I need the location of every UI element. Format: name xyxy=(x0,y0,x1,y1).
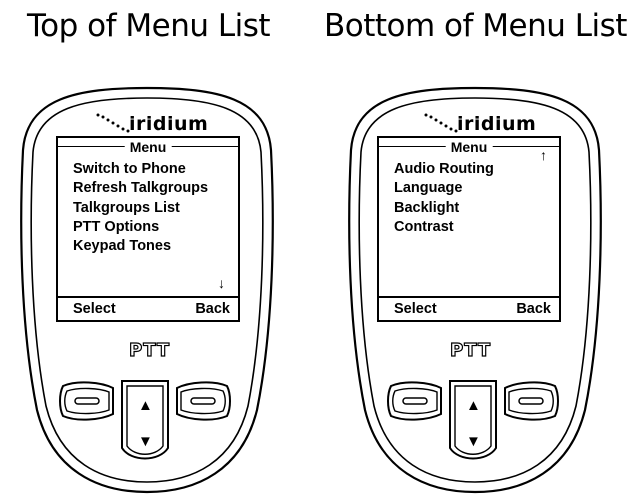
menu-list: Audio Routing Language Backlight Contras… xyxy=(394,160,494,237)
phone-panel-top: iridium Menu Switch to Phone Refresh Tal… xyxy=(7,80,307,500)
scroll-down-indicator-icon: ↓ xyxy=(218,275,225,291)
logo-dots-icon xyxy=(424,113,458,133)
menu-item-language[interactable]: Language xyxy=(394,180,463,197)
brand-name: iridium xyxy=(129,113,209,135)
softkey-divider xyxy=(379,296,559,298)
menu-list: Switch to Phone Refresh Talkgroups Talkg… xyxy=(73,160,208,256)
menu-item-switch-to-phone[interactable]: Switch to Phone xyxy=(73,161,186,177)
scroll-up-indicator-icon: ↑ xyxy=(540,147,547,163)
right-softkey-button[interactable] xyxy=(173,378,233,424)
menu-item-contrast[interactable]: Contrast xyxy=(394,218,454,235)
nav-rocker[interactable] xyxy=(117,376,173,468)
iridium-logo: iridium xyxy=(85,112,235,140)
iridium-logo: iridium xyxy=(413,112,563,140)
brand-name: iridium xyxy=(457,113,537,135)
softkey-select[interactable]: Select xyxy=(73,301,116,317)
softkey-back[interactable]: Back xyxy=(516,301,551,317)
left-softkey-dash-icon xyxy=(74,397,100,405)
menu-item-ptt-options[interactable]: PTT Options xyxy=(73,218,160,235)
ptt-label: PTT xyxy=(449,339,492,361)
left-softkey-button[interactable] xyxy=(385,378,445,424)
caption-bottom-of-menu-list: Bottom of Menu List xyxy=(324,8,627,44)
softkey-select[interactable]: Select xyxy=(394,301,437,317)
left-softkey-dash-icon xyxy=(402,397,428,405)
screen-title: Menu xyxy=(124,139,172,155)
menu-item-backlight[interactable]: Backlight xyxy=(394,199,460,216)
screen-title: Menu xyxy=(445,139,493,155)
display-screen: Menu Switch to Phone Refresh Talkgroups … xyxy=(56,136,240,322)
logo-dots-icon xyxy=(96,113,130,133)
menu-item-refresh-talkgroups[interactable]: Refresh Talkgroups xyxy=(73,180,209,197)
nav-up-icon[interactable]: ▲ xyxy=(466,397,481,414)
right-softkey-button[interactable] xyxy=(501,378,561,424)
phone-panel-bottom: iridium Menu Audio Routing Language Back… xyxy=(335,80,635,500)
right-softkey-dash-icon xyxy=(190,397,216,405)
ptt-label: PTT xyxy=(128,339,171,361)
right-softkey-dash-icon xyxy=(518,397,544,405)
caption-top-of-menu-list: Top of Menu List xyxy=(27,8,271,44)
nav-up-icon[interactable]: ▲ xyxy=(138,397,153,414)
nav-down-icon[interactable]: ▼ xyxy=(138,433,153,450)
phone-body xyxy=(348,86,602,494)
nav-down-icon[interactable]: ▼ xyxy=(466,433,481,450)
nav-rocker[interactable] xyxy=(445,376,501,468)
left-softkey-button[interactable] xyxy=(57,378,117,424)
softkey-divider xyxy=(58,296,238,298)
display-screen: Menu Audio Routing Language Backlight Co… xyxy=(377,136,561,322)
softkey-back[interactable]: Back xyxy=(195,301,230,317)
phone-body xyxy=(20,86,274,494)
menu-item-keypad-tones[interactable]: Keypad Tones xyxy=(73,238,172,255)
menu-item-audio-routing[interactable]: Audio Routing xyxy=(394,161,494,177)
menu-item-talkgroups-list[interactable]: Talkgroups List xyxy=(73,199,180,216)
